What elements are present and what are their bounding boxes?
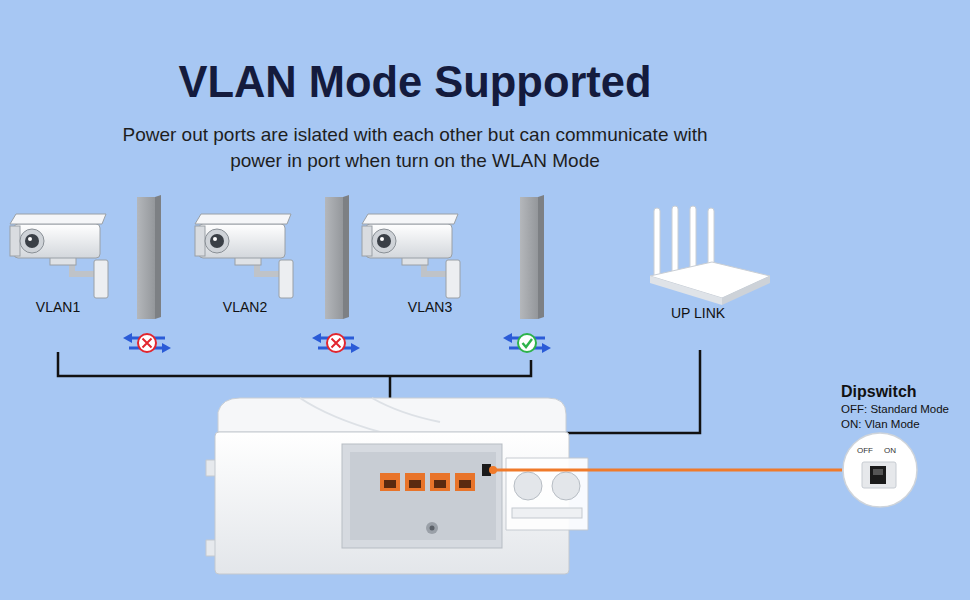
blocked-icon: [312, 333, 360, 353]
subtitle: Power out ports are islated with each ot…: [100, 122, 730, 174]
separator-panel: [520, 195, 544, 319]
switch-housing: [862, 462, 896, 488]
separator-panel-part: [325, 197, 343, 319]
poe-switch: [206, 398, 588, 574]
poe-switch-part: [430, 526, 435, 531]
vlan-label: VLAN2: [223, 299, 267, 315]
router-symbol: [650, 206, 770, 305]
allowed-icon-part: [503, 333, 551, 353]
zoom-outline: [842, 432, 918, 508]
vlan-label: VLAN1: [36, 299, 80, 315]
callout-heading: Dipswitch: [841, 383, 917, 401]
blocked-icon: [123, 333, 171, 353]
allowed-icon: [503, 333, 551, 353]
ethernet-port-part: [384, 480, 396, 488]
poe-switch-part: [514, 472, 542, 500]
router-symbol-part: [690, 206, 696, 270]
router-symbol-part: [650, 276, 722, 305]
separator-panel-part: [520, 197, 538, 319]
callout-note: OFF: Standard Mode: [841, 403, 949, 415]
ethernet-port-part: [405, 473, 425, 491]
ethernet-port-part: [434, 480, 446, 488]
ethernet-port-part: [380, 473, 400, 491]
poe-switch-part: [426, 522, 438, 534]
zoom-outline: [843, 433, 917, 507]
network-wire-part: [58, 352, 531, 376]
poe-switch-part: [342, 444, 502, 548]
switch-marking: ON: [884, 446, 896, 455]
camera-vlan1: [10, 214, 108, 298]
ethernet-port-part: [459, 480, 471, 488]
separator-panel-part: [538, 195, 544, 319]
allowed-icon-part: [518, 334, 536, 352]
poe-switch-part: [552, 472, 580, 500]
separator-panel: [137, 195, 161, 319]
router-symbol-part: [722, 276, 770, 305]
router-symbol-part: [654, 208, 660, 278]
separator-panel-part: [343, 195, 349, 319]
leader-line-part: [489, 466, 497, 474]
zoom-circle: OFF ON: [842, 432, 918, 508]
poe-switch-part: [300, 398, 380, 432]
camera-vlan2: [195, 214, 293, 298]
callout-note: ON: Vlan Mode: [841, 418, 920, 430]
ethernet-port-part: [409, 480, 421, 488]
ethernet-port-part: [430, 473, 450, 491]
ethernet-port-part: [455, 473, 475, 491]
separator-panel: [325, 195, 349, 319]
title: VLAN Mode Supported: [0, 58, 830, 107]
leader-line: [489, 466, 842, 474]
dip-switch: [870, 466, 886, 484]
allowed-icon-part: [523, 339, 533, 347]
camera-vlan3: [362, 214, 460, 298]
router-symbol-part: [708, 208, 714, 268]
poe-switch-part: [350, 452, 496, 540]
separator-panel-part: [155, 195, 161, 319]
switch-marking: OFF: [857, 446, 873, 455]
separator-panel-part: [137, 197, 155, 319]
router-symbol-part: [672, 206, 678, 274]
leader-line-part: [493, 469, 842, 472]
dip-switch-lever: [873, 469, 883, 475]
poe-switch-part: [512, 508, 582, 518]
uplink-label: UP LINK: [671, 305, 725, 321]
ethernet-port: [380, 473, 475, 491]
vlan-label: VLAN3: [408, 299, 452, 315]
router-symbol-part: [650, 262, 770, 298]
poe-switch-part: [218, 398, 566, 432]
poe-switch-part: [372, 398, 440, 422]
